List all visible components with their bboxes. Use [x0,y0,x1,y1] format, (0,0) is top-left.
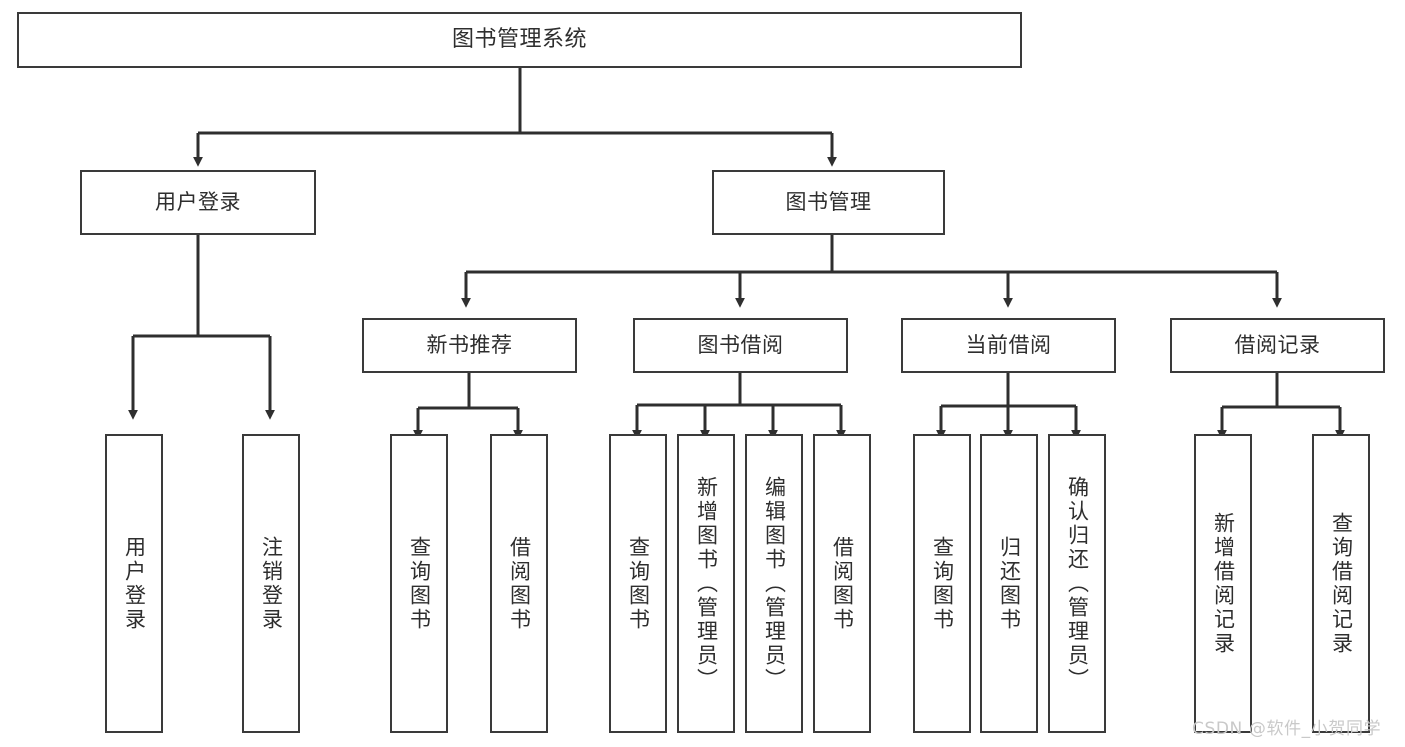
leaf-current-confirm-return[interactable]: 确认归还（管理员） [1048,434,1106,733]
node-book-management[interactable]: 图书管理 [712,170,945,235]
node-label: 图书管理系统 [451,27,587,53]
leaf-borrow-add-book[interactable]: 新增图书（管理员） [677,434,735,733]
node-label: 用户登录 [122,535,147,632]
leaf-new-book-borrow[interactable]: 借阅图书 [490,434,548,733]
leaf-user-login-signout[interactable]: 注销登录 [242,434,300,733]
node-label: 查询借阅记录 [1329,511,1354,656]
node-label: 图书借阅 [697,333,784,358]
csdn-watermark: CSDN @软件_小贺同学 [1192,719,1382,739]
leaf-borrow-edit-book[interactable]: 编辑图书（管理员） [745,434,803,733]
node-label: 新增借阅记录 [1211,511,1236,656]
leaf-current-return-book[interactable]: 归还图书 [980,434,1038,733]
node-label: 当前借阅 [965,333,1052,358]
node-label: 借阅图书 [830,535,855,632]
node-label: 归还图书 [997,535,1022,632]
node-label: 新增图书（管理员） [694,475,719,692]
leaf-current-query-book[interactable]: 查询图书 [913,434,971,733]
leaf-new-book-query[interactable]: 查询图书 [390,434,448,733]
node-label: 确认归还（管理员） [1065,475,1090,692]
node-borrow-record[interactable]: 借阅记录 [1170,318,1385,373]
leaf-borrow-query-book[interactable]: 查询图书 [609,434,667,733]
node-label: 编辑图书（管理员） [762,475,787,692]
leaf-borrow-borrow-book[interactable]: 借阅图书 [813,434,871,733]
node-label: 用户登录 [155,190,241,215]
node-root-system[interactable]: 图书管理系统 [17,12,1022,68]
leaf-record-add[interactable]: 新增借阅记录 [1194,434,1252,733]
node-new-book-recommend[interactable]: 新书推荐 [362,318,577,373]
node-label: 借阅记录 [1234,333,1321,358]
node-label: 查询图书 [930,535,955,632]
node-label: 注销登录 [259,535,284,632]
node-label: 查询图书 [626,535,651,632]
node-user-login[interactable]: 用户登录 [80,170,316,235]
node-label: 新书推荐 [426,333,513,358]
node-label: 图书管理 [785,190,872,215]
node-book-borrow[interactable]: 图书借阅 [633,318,848,373]
node-label: 借阅图书 [507,535,532,632]
node-label: 查询图书 [407,535,432,632]
leaf-user-login-signin[interactable]: 用户登录 [105,434,163,733]
node-current-borrow[interactable]: 当前借阅 [901,318,1116,373]
leaf-record-query[interactable]: 查询借阅记录 [1312,434,1370,733]
